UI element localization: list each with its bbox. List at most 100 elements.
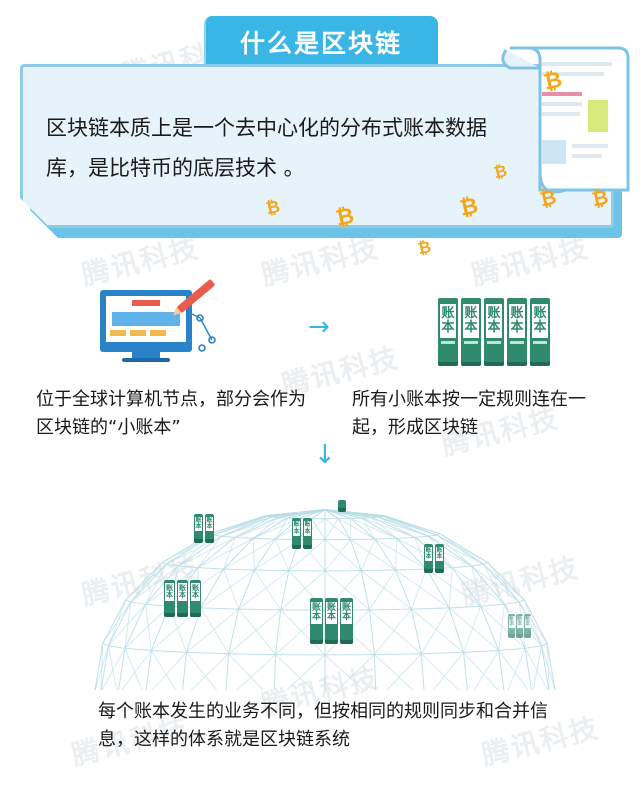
network-link — [238, 569, 255, 610]
network-link — [324, 654, 365, 690]
blockchain-network-globe — [94, 509, 556, 690]
network-link — [280, 570, 326, 611]
network-link — [324, 509, 339, 520]
ledger-book-label: 账本 — [440, 304, 456, 338]
ledger-group-medium: 账本 账本 账本 — [310, 598, 353, 644]
network-link — [374, 538, 396, 571]
down-arrow-icon: ↓ — [314, 440, 336, 470]
network-link — [436, 534, 472, 567]
network-link — [182, 652, 187, 690]
network-link — [130, 563, 167, 603]
ledger-book-label: 账本 — [532, 304, 548, 338]
network-link — [145, 564, 167, 605]
network-link — [150, 650, 177, 690]
network-link — [228, 653, 264, 690]
ledger-book: 账本 — [435, 544, 444, 573]
ledger-group-medium: 账本 账本 账本 — [164, 580, 201, 617]
network-link — [130, 601, 146, 605]
network-link — [125, 562, 163, 601]
network-link — [200, 607, 230, 654]
ledger-book: 账本 — [530, 298, 550, 366]
network-link — [200, 607, 239, 610]
network-link — [523, 599, 548, 644]
network-link — [371, 517, 416, 538]
network-link — [361, 569, 396, 572]
network-link — [420, 653, 425, 690]
title-tab: 什么是区块链 — [204, 16, 438, 68]
network-link — [369, 609, 422, 655]
network-link — [228, 653, 276, 656]
ledger-book: 账本 — [340, 598, 353, 644]
network-link — [471, 565, 520, 603]
ledger-group-small: 账本 账本 — [194, 514, 214, 543]
network-link — [253, 517, 300, 539]
network-link — [178, 535, 222, 567]
ledger-book-label: 账本 — [486, 304, 502, 338]
network-link — [100, 643, 104, 690]
network-link — [473, 650, 500, 690]
ledger-book-label: 账本 — [508, 615, 515, 628]
network-link — [480, 603, 505, 607]
network-link — [186, 652, 218, 690]
network-link — [382, 515, 429, 537]
network-link — [452, 565, 472, 569]
network-link — [225, 653, 230, 690]
network-link — [107, 601, 132, 647]
network-link — [228, 609, 281, 655]
network-link — [238, 608, 276, 655]
network-link — [504, 601, 520, 605]
ledger-book: 账本 — [507, 298, 527, 366]
network-link — [374, 653, 422, 656]
network-link — [410, 568, 427, 610]
network-link — [382, 515, 441, 535]
step-3-caption: 每个账本发生的业务不同，但按相同的规则同步和合并信息，这样的体系就是区块链系统 — [98, 701, 548, 750]
ledger-book: 账本 — [205, 514, 214, 543]
network-link — [360, 570, 370, 610]
network-link — [449, 605, 481, 609]
right-arrow-icon: → — [308, 312, 330, 342]
network-link — [236, 654, 276, 690]
network-link — [448, 607, 464, 653]
network-link — [498, 650, 505, 690]
network-link — [190, 653, 229, 690]
network-link — [463, 650, 499, 653]
ledger-book: 账本 — [310, 598, 323, 644]
network-link — [507, 648, 526, 690]
network-link — [524, 648, 549, 690]
network-link — [223, 568, 255, 571]
network-link — [546, 643, 556, 690]
network-link — [350, 517, 397, 539]
ledger-book: 账本 — [303, 518, 312, 549]
network-link — [350, 539, 362, 571]
network-link — [428, 534, 438, 537]
network-link — [368, 609, 375, 655]
network-link — [197, 537, 254, 569]
network-link — [234, 517, 289, 538]
network-link — [541, 645, 556, 690]
network-link — [498, 647, 526, 652]
network-link — [448, 607, 500, 651]
ledger-book-label: 账本 — [326, 602, 337, 624]
network-link — [162, 561, 167, 565]
network-link — [396, 538, 427, 570]
network-link — [451, 567, 482, 607]
network-link — [428, 535, 484, 565]
network-link — [118, 648, 126, 690]
network-link — [518, 601, 548, 644]
network-link — [274, 538, 290, 571]
ledger-book-label: 账本 — [293, 521, 300, 536]
network-link — [221, 535, 236, 538]
network-link — [395, 568, 427, 571]
network-link — [426, 568, 482, 607]
network-link — [124, 647, 152, 652]
ledger-book-label: 账本 — [304, 521, 311, 536]
network-link — [525, 645, 542, 649]
network-link — [324, 518, 339, 540]
network-link — [448, 567, 453, 608]
network-link — [124, 604, 146, 649]
network-link — [221, 517, 279, 537]
network-link — [373, 654, 377, 690]
network-link — [311, 518, 326, 540]
ledger-book: 账本 — [164, 580, 175, 617]
ledger-book: 账本 — [190, 580, 201, 617]
